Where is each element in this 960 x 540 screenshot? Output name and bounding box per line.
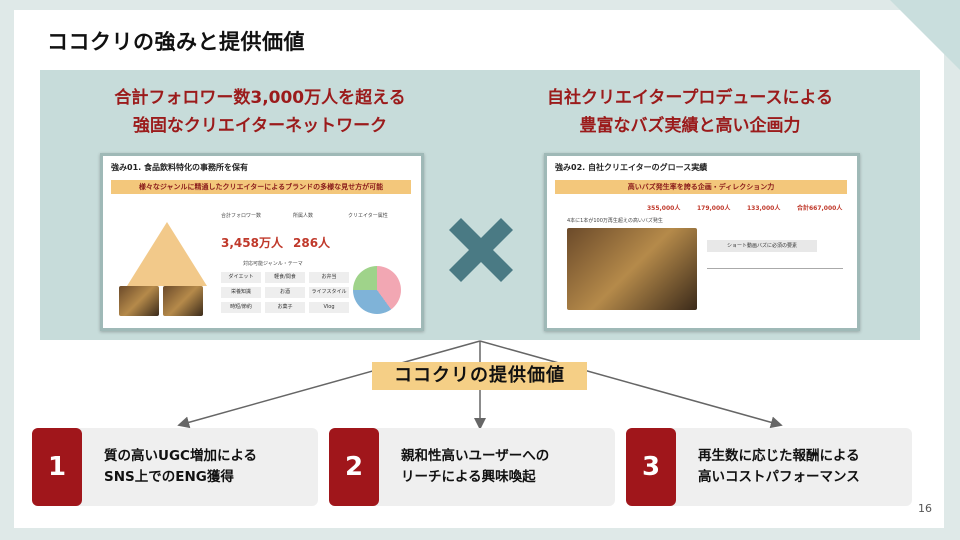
corner-decoration: [890, 0, 960, 70]
genre-tag: 軽食/間食: [265, 272, 305, 283]
strength-headline-1: 合計フォロワー数3,000万人を超える 強固なクリエイターネットワーク: [60, 84, 460, 140]
thumb-1-col3: クリエイター属性: [348, 213, 388, 219]
tiktok-followers: 179,000人: [697, 205, 731, 212]
page-title: ココクリの強みと提供価値: [47, 30, 305, 54]
buzz-video-grid: [567, 228, 697, 310]
genre-tag: 栄養知識: [221, 287, 261, 298]
genre-tag: Vlog: [309, 302, 349, 313]
value-card-2: 2 親和性高いユーザーへの リーチによる興味喚起: [329, 428, 615, 506]
genre-tag: お菓子: [265, 302, 305, 313]
genre-heading: 対応可能ジャンル・テーマ: [243, 261, 303, 267]
genre-tag: ライフスタイル: [309, 287, 349, 298]
pyramid-graphic: [127, 222, 207, 286]
value-2-line1: 親和性高いユーザーへの: [401, 448, 550, 464]
strength-2-line1: 自社クリエイタープロデュースによる: [547, 88, 833, 108]
section-label: ココクリの提供価値: [372, 362, 587, 390]
value-3-line1: 再生数に応じた報酬による: [698, 448, 860, 464]
thumb-1-title: 強み01. 食品飲料特化の事務所を保有: [111, 163, 248, 172]
caption-elements: ショート動画バズに必須の要素: [707, 240, 817, 252]
members-value: 286人: [293, 236, 331, 250]
thumb-1-col1: 合計フォロワー数: [221, 213, 262, 219]
value-2-line2: リーチによる興味喚起: [401, 469, 536, 485]
value-text-2: 親和性高いユーザーへの リーチによる興味喚起: [401, 446, 606, 488]
elements-tree: [707, 268, 843, 297]
strength-1-line1: 合計フォロワー数3,000万人を超える: [114, 88, 406, 108]
genre-tag: お弁当: [309, 272, 349, 283]
food-photo: [119, 286, 159, 316]
followers-value: 3,458万人: [221, 236, 283, 250]
thumb-1-banner: 様々なジャンルに精通したクリエイターによるブランドの多様な見せ方が可能: [111, 180, 411, 194]
value-text-3: 再生数に応じた報酬による 高いコストパフォーマンス: [698, 446, 903, 488]
value-card-1: 1 質の高いUGC増加による SNS上でのENG獲得: [32, 428, 318, 506]
cross-icon: [449, 218, 513, 282]
instagram-followers: 355,000人: [647, 205, 681, 212]
value-3-line2: 高いコストパフォーマンス: [698, 469, 860, 485]
genre-tag: ダイエット: [221, 272, 261, 283]
strength-1-thumbnail: 強み01. 食品飲料特化の事務所を保有 様々なジャンルに精通したクリエイターによ…: [100, 153, 424, 331]
strength-2-line2: 豊富なバズ実績と高い企画力: [579, 116, 801, 136]
value-1-line1: 質の高いUGC増加による: [104, 448, 258, 464]
youtube-followers: 133,000人: [747, 205, 781, 212]
total-followers: 合計667,000人: [797, 205, 843, 212]
food-photo: [163, 286, 203, 316]
thumb-2-banner: 高いバズ発生率を誇る企画・ディレクション力: [555, 180, 847, 194]
strength-2-thumbnail: 強み02. 自社クリエイターのグロース実績 高いバズ発生率を誇る企画・ディレクシ…: [544, 153, 860, 331]
thumb-2-title: 強み02. 自社クリエイターのグロース実績: [555, 163, 708, 172]
strength-headline-2: 自社クリエイタープロデュースによる 豊富なバズ実績と高い企画力: [490, 84, 890, 140]
thumb-1-col2: 所属人数: [293, 213, 314, 219]
genre-tag: お酒: [265, 287, 305, 298]
value-number-1: 1: [32, 428, 82, 506]
genre-tag: 時短/節約: [221, 302, 261, 313]
value-number-3: 3: [626, 428, 676, 506]
page-number: 16: [918, 502, 932, 515]
value-text-1: 質の高いUGC増加による SNS上でのENG獲得: [104, 446, 309, 488]
value-card-3: 3 再生数に応じた報酬による 高いコストパフォーマンス: [626, 428, 912, 506]
value-1-line2: SNS上でのENG獲得: [104, 469, 234, 485]
strength-1-line2: 強固なクリエイターネットワーク: [132, 116, 388, 136]
pie-graphic: [353, 266, 401, 314]
value-number-2: 2: [329, 428, 379, 506]
caption-buzz: 4本に1本が100万再生超えの高いバズ発生: [567, 218, 663, 224]
